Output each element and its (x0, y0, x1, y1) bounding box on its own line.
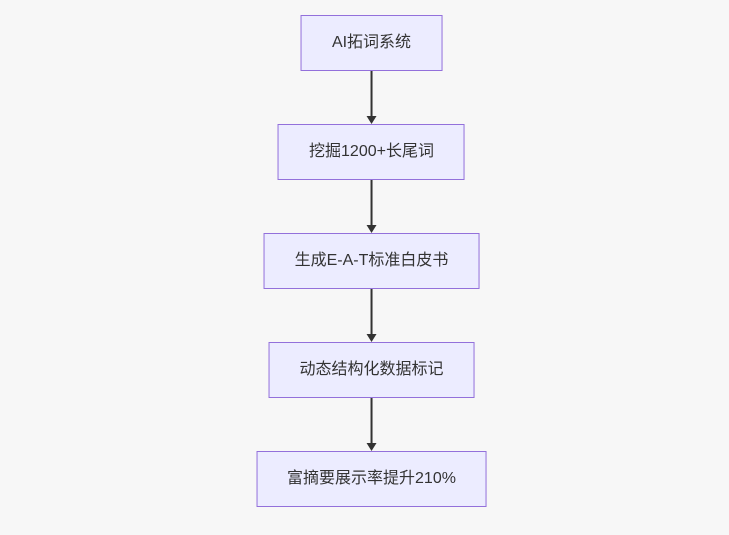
edge-d-to-e (366, 398, 377, 451)
arrow-down-icon (366, 443, 377, 451)
node-ai-keyword-system: AI拓词系统 (300, 15, 443, 71)
edge-c-to-d (366, 289, 377, 342)
node-structured-data-markup: 动态结构化数据标记 (268, 342, 475, 398)
node-label: AI拓词系统 (331, 34, 412, 51)
edge-line (370, 180, 373, 225)
node-label: 生成E-A-T标准白皮书 (294, 252, 449, 269)
edge-a-to-b (366, 71, 377, 124)
edge-line (370, 71, 373, 116)
node-longtail-keyword-mining: 挖掘1200+长尾词 (278, 124, 465, 180)
node-eat-whitepaper: 生成E-A-T标准白皮书 (263, 233, 480, 289)
node-label: 动态结构化数据标记 (299, 361, 444, 378)
arrow-down-icon (366, 116, 377, 124)
node-rich-snippet-result: 富摘要展示率提升210% (256, 451, 487, 507)
flowchart-column: AI拓词系统 挖掘1200+长尾词 生成E-A-T标准白皮书 动态结构化数据标记 (256, 15, 487, 507)
edge-line (370, 398, 373, 443)
edge-b-to-c (366, 180, 377, 233)
arrow-down-icon (366, 225, 377, 233)
node-label: 挖掘1200+长尾词 (309, 143, 434, 160)
edge-line (370, 289, 373, 334)
arrow-down-icon (366, 334, 377, 342)
node-label: 富摘要展示率提升210% (287, 470, 456, 487)
